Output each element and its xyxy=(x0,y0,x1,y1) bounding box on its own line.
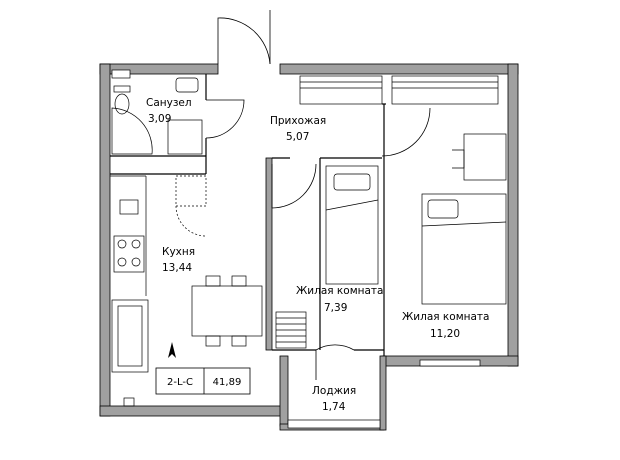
bed-double xyxy=(421,193,507,305)
bed-single xyxy=(325,165,379,285)
room-area-bedroom-large: 11,20 xyxy=(430,328,460,340)
partitions xyxy=(110,74,386,356)
room-label-hallway: Прихожая xyxy=(270,115,326,127)
window-loggia xyxy=(287,419,381,429)
shower-tray xyxy=(111,107,153,155)
wall-inner-vertical xyxy=(265,157,273,351)
room-label-loggia: Лоджия xyxy=(312,385,356,397)
wall-left xyxy=(99,63,111,417)
apartment-type: 2-L-C xyxy=(167,377,193,388)
wall-right xyxy=(507,63,519,367)
kitchen-sink xyxy=(119,199,139,215)
sofa xyxy=(111,299,149,373)
wall-top-right xyxy=(279,63,519,75)
boiler-icon xyxy=(123,397,135,407)
room-area-loggia: 1,74 xyxy=(322,401,346,413)
vent-top xyxy=(111,69,131,79)
north-arrow-icon xyxy=(168,342,176,358)
washing-machine xyxy=(167,119,203,155)
wall-bottom-left xyxy=(99,405,287,417)
door-loggia xyxy=(315,344,355,380)
doors xyxy=(205,10,431,380)
bathroom-fixtures xyxy=(111,77,203,155)
door-bedroom-small xyxy=(271,163,317,209)
door-bedroom-large xyxy=(381,107,431,157)
windows xyxy=(111,69,499,429)
kitchen-fixtures xyxy=(110,175,263,407)
bedroom-fixtures xyxy=(275,133,507,349)
sink xyxy=(175,77,199,93)
window-bottom-right xyxy=(419,359,481,367)
window-hall xyxy=(299,75,383,105)
room-area-hallway: 5,07 xyxy=(286,131,309,143)
total-area: 41,89 xyxy=(213,377,242,388)
room-label-bathroom: Санузел xyxy=(146,97,192,109)
dining-table xyxy=(191,285,263,337)
room-area-bathroom: 3,09 xyxy=(148,113,171,125)
room-area-bedroom-small: 7,39 xyxy=(324,302,347,314)
room-label-bedroom-large: Жилая комната xyxy=(402,311,489,323)
info-box: 2-L-C 41,89 xyxy=(155,367,251,395)
room-label-bedroom-small: Жилая комната xyxy=(296,285,383,297)
toilet xyxy=(114,93,130,115)
desk xyxy=(463,133,507,181)
door-entrance xyxy=(217,17,271,65)
room-label-kitchen: Кухня xyxy=(162,246,195,258)
window-bedroom xyxy=(391,75,499,105)
wall-loggia-right xyxy=(379,355,387,431)
room-area-kitchen: 13,44 xyxy=(162,262,192,274)
wall-loggia-left xyxy=(279,355,289,427)
door-bathroom xyxy=(205,99,245,139)
stove xyxy=(113,235,145,273)
